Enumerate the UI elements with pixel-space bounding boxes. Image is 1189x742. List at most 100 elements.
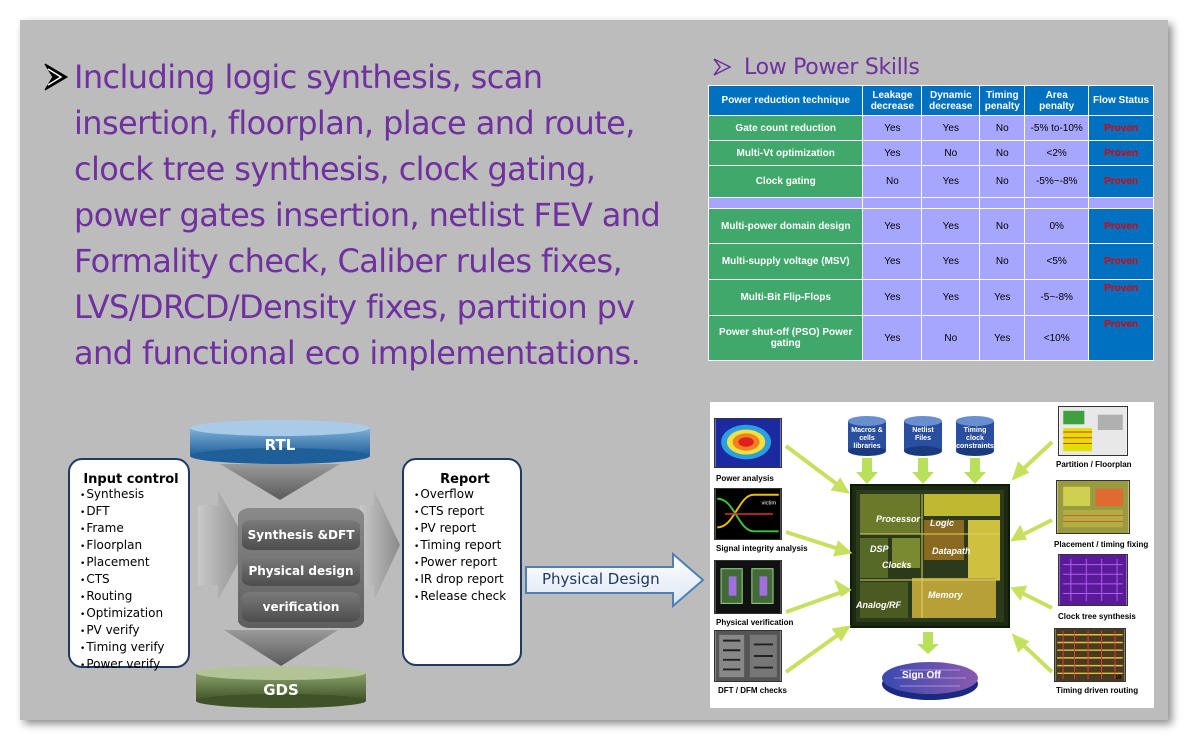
chip-label-analog: Analog/RF: [856, 600, 901, 610]
cell-technique: Multi-Vt optimization: [707, 140, 864, 166]
cell-technique: Multi-power domain design: [707, 208, 864, 244]
cell-leakage: No: [862, 165, 923, 198]
gds-label: GDS: [263, 681, 299, 699]
cell-dynamic: Yes: [921, 165, 981, 198]
cell-area: -5~-8%: [1024, 279, 1090, 316]
list-item: Routing: [80, 589, 182, 606]
green-down-arrows: [856, 458, 986, 484]
cell-timing: No: [979, 115, 1026, 141]
routing-image: 10: [1054, 628, 1126, 682]
cell-timing: Yes: [979, 315, 1026, 361]
routing-tick-label: 10: [1115, 675, 1121, 681]
table-row: Multi-power domain design Yes Yes No 0% …: [707, 208, 1154, 244]
table-row: Multi-Vt optimization Yes No No <2% Prov…: [707, 140, 1154, 166]
cell-technique: Power shut-off (PSO) Power gating: [707, 315, 864, 361]
cell-technique: Clock gating: [707, 165, 864, 198]
right-gray-arrow: [360, 490, 400, 600]
caption-routing: Timing driven routing: [1056, 686, 1139, 695]
cell-status: Proven: [1088, 315, 1154, 361]
chip-label-processor: Processor: [876, 514, 921, 524]
table-row: Multi-Bit Flip-Flops Yes Yes Yes -5~-8% …: [707, 279, 1154, 316]
list-item: Overflow: [414, 487, 516, 504]
chip-label-memory: Memory: [928, 590, 963, 600]
list-item: Floorplan: [80, 538, 182, 555]
cell-timing: No: [979, 243, 1026, 280]
chip-floorplan: Processor Logic DSP Datapath Clocks Memo…: [850, 484, 1010, 628]
cell-status: Proven: [1088, 279, 1154, 316]
header-timing: Timing penalty: [979, 85, 1026, 116]
bullet-arrow-icon: [44, 63, 69, 91]
list-item: PV report: [414, 521, 516, 538]
dft-dfm-image: [714, 630, 782, 682]
gds-cylinder: GDS: [196, 666, 366, 708]
bullet-text: Including logic synthesis, scan insertio…: [74, 58, 661, 372]
low-power-title-text: Low Power Skills: [744, 54, 920, 80]
placement-image: [1056, 480, 1130, 534]
input-netlist-cylinder: Netlist Files: [904, 416, 942, 456]
signoff-label: Sign Off: [902, 670, 941, 681]
right-green-arrows: [1010, 440, 1054, 674]
gds-cylinder-shape: [196, 666, 366, 708]
cell-dynamic: Yes: [921, 115, 981, 141]
list-item: Frame: [80, 521, 182, 538]
cell-dynamic: Yes: [921, 208, 981, 244]
cell-status: Proven: [1088, 165, 1154, 198]
caption-partition: Partition / Floorplan: [1056, 460, 1132, 469]
stack-verification: verification: [242, 592, 360, 622]
cell-status: Proven: [1088, 243, 1154, 280]
cell-leakage: Yes: [862, 140, 923, 166]
partition-floorplan-image: [1058, 406, 1128, 456]
table-row: Multi-supply voltage (MSV) Yes Yes No <5…: [707, 243, 1154, 280]
bullet-arrow-icon: [713, 58, 732, 76]
left-gray-arrow: [198, 490, 248, 600]
table-separator-row: [707, 197, 1154, 209]
header-leakage: Leakage decrease: [862, 85, 923, 116]
rtl-label: RTL: [264, 436, 296, 454]
low-power-table: Power reduction technique Leakage decrea…: [707, 85, 1154, 361]
caption-clock-tree: Clock tree synthesis: [1058, 612, 1136, 621]
list-item: DFT: [80, 504, 182, 521]
input-constraints-label: Timing clock constraints: [956, 427, 994, 450]
cell-area: <10%: [1024, 315, 1090, 361]
list-item: Placement: [80, 555, 182, 572]
left-green-arrows: [784, 444, 853, 674]
list-item: IR drop report: [414, 572, 516, 589]
cell-area: <5%: [1024, 243, 1090, 280]
signoff-wafer: [882, 662, 978, 700]
cell-timing: No: [979, 140, 1026, 166]
stack-synthesis: Synthesis &DFT: [242, 520, 360, 550]
cell-dynamic: No: [921, 315, 981, 361]
rtl-cylinder: RTL: [190, 420, 370, 464]
cell-dynamic: Yes: [921, 279, 981, 316]
input-control-list: Synthesis DFT Frame Floorplan Placement …: [80, 487, 182, 674]
cell-area: 0%: [1024, 208, 1090, 244]
cell-status: Proven: [1088, 115, 1154, 141]
input-libraries-label: Macros & cells libraries: [851, 427, 883, 450]
rtl-cylinder-shape: [190, 420, 370, 464]
table-row: Clock gating No Yes No -5%~-8% Proven: [707, 165, 1154, 198]
physical-verification-image: [714, 560, 782, 614]
header-dynamic: Dynamic decrease: [921, 85, 981, 116]
cell-technique: Multi-supply voltage (MSV): [707, 243, 864, 280]
list-item: Synthesis: [80, 487, 182, 504]
cell-timing: Yes: [979, 279, 1026, 316]
cell-leakage: Yes: [862, 279, 923, 316]
cell-dynamic: No: [921, 140, 981, 166]
cell-area: -5%~-8%: [1024, 165, 1090, 198]
cell-leakage: Yes: [862, 115, 923, 141]
report-list: Overflow CTS report PV report Timing rep…: [414, 487, 516, 606]
list-item: Timing verify: [80, 640, 182, 657]
caption-placement: Placement / timing fixing: [1054, 540, 1149, 549]
cell-timing: No: [979, 208, 1026, 244]
cell-technique: Multi-Bit Flip-Flops: [707, 279, 864, 316]
input-libraries-cylinder: Macros & cells libraries: [848, 416, 886, 456]
list-item: Power report: [414, 555, 516, 572]
cell-technique: Gate count reduction: [707, 115, 864, 141]
caption-dft-dfm: DFT / DFM checks: [718, 686, 787, 695]
cell-leakage: Yes: [862, 208, 923, 244]
slide-background: Including logic synthesis, scan insertio…: [20, 20, 1168, 720]
table-row: Gate count reduction Yes Yes No -5% to-1…: [707, 115, 1154, 141]
list-item: Timing report: [414, 538, 516, 555]
caption-power-analysis: Power analysis: [716, 474, 774, 483]
chip-label-dsp: DSP: [870, 544, 889, 554]
